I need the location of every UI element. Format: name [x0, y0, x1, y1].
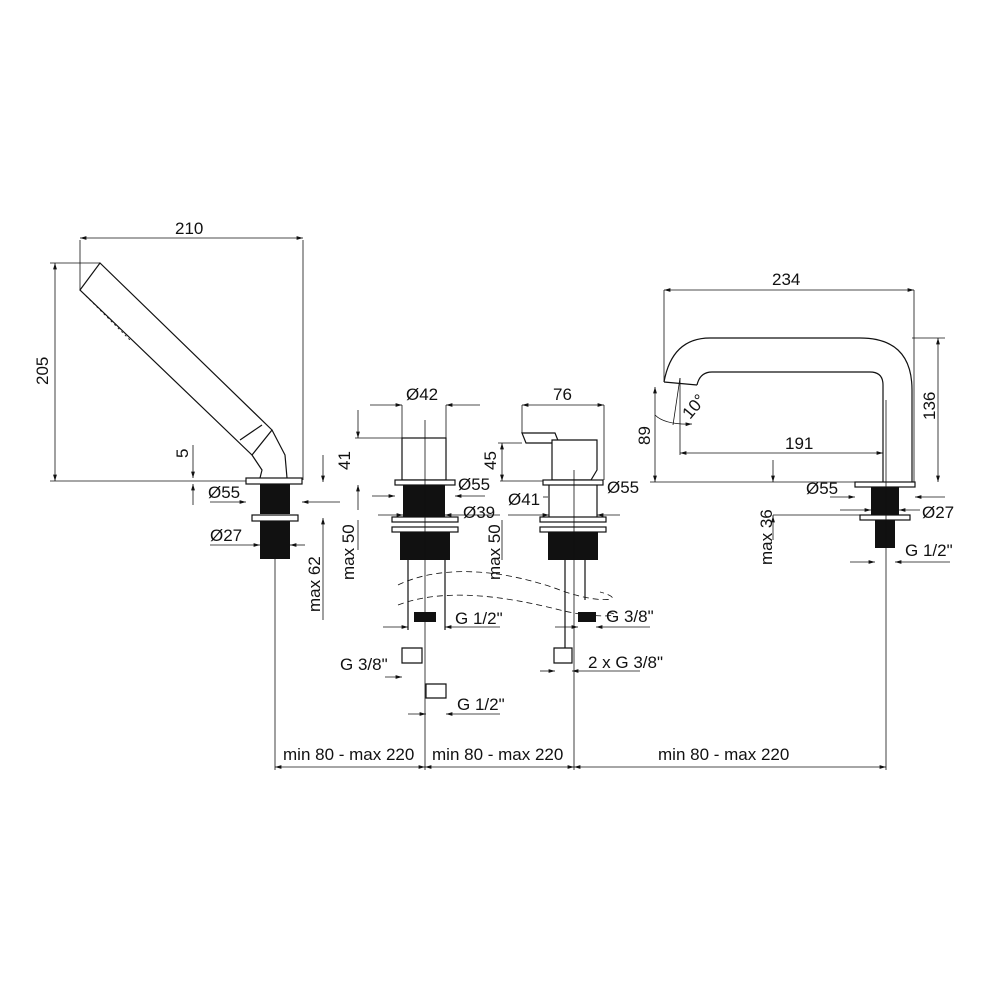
dim-connection: G 1/2" [905, 541, 953, 560]
spacing-label-1: min 80 - max 220 [283, 745, 414, 764]
spacing-label-3: min 80 - max 220 [658, 745, 789, 764]
dim-top-dia: Ø42 [406, 385, 438, 404]
dim-max-depth: max 62 [305, 556, 324, 612]
dim-flange: Ø55 [208, 483, 240, 502]
dim-connector: G 1/2" [457, 695, 505, 714]
dim-body: Ø39 [463, 503, 495, 522]
dim-height: 205 [33, 357, 52, 385]
dim-thread: Ø27 [922, 503, 954, 522]
dim-outlet-height: 89 [635, 426, 654, 445]
dim-max-depth: max 36 [757, 509, 776, 565]
break-line [397, 571, 613, 601]
dim-thread: Ø27 [210, 526, 242, 545]
spout: 234 136 89 10° 191 Ø55 Ø27 max 36 G 1/2" [635, 270, 954, 770]
dim-outlet: G 3/8" [606, 607, 654, 626]
dim-width: 210 [175, 219, 203, 238]
dim-flange: Ø55 [806, 479, 838, 498]
dim-height: 136 [920, 392, 939, 420]
mixer-valve: 76 45 Ø41 Ø55 max 50 G 3/8" 2 x G 3/8" [481, 385, 663, 770]
dim-reach: 191 [785, 434, 813, 453]
dim-flange: Ø55 [458, 475, 490, 494]
dim-body: Ø41 [508, 490, 540, 509]
spacing-label-2: min 80 - max 220 [432, 745, 563, 764]
dim-width: 76 [553, 385, 572, 404]
dim-hose-inlet: G 3/8" [340, 655, 388, 674]
dim-height: 41 [335, 451, 354, 470]
diverter-valve: Ø42 41 Ø55 Ø39 max 50 G 1/2" G 3/8" G 1/… [335, 385, 505, 770]
dim-angle: 10° [679, 391, 710, 423]
dim-offset: 5 [173, 449, 192, 458]
dim-width: 234 [772, 270, 800, 289]
dim-max-depth: max 50 [339, 524, 358, 580]
dim-flange: Ø55 [607, 478, 639, 497]
dim-hose-outlet: G 1/2" [455, 609, 503, 628]
dim-inlets: 2 x G 3/8" [588, 653, 663, 672]
hand-shower: 210 205 5 Ø55 Ø27 max 62 [33, 219, 340, 770]
dim-height: 45 [481, 451, 500, 470]
dim-max-depth: max 50 [485, 524, 504, 580]
spacing-dimensions: min 80 - max 220 min 80 - max 220 min 80… [275, 745, 886, 769]
